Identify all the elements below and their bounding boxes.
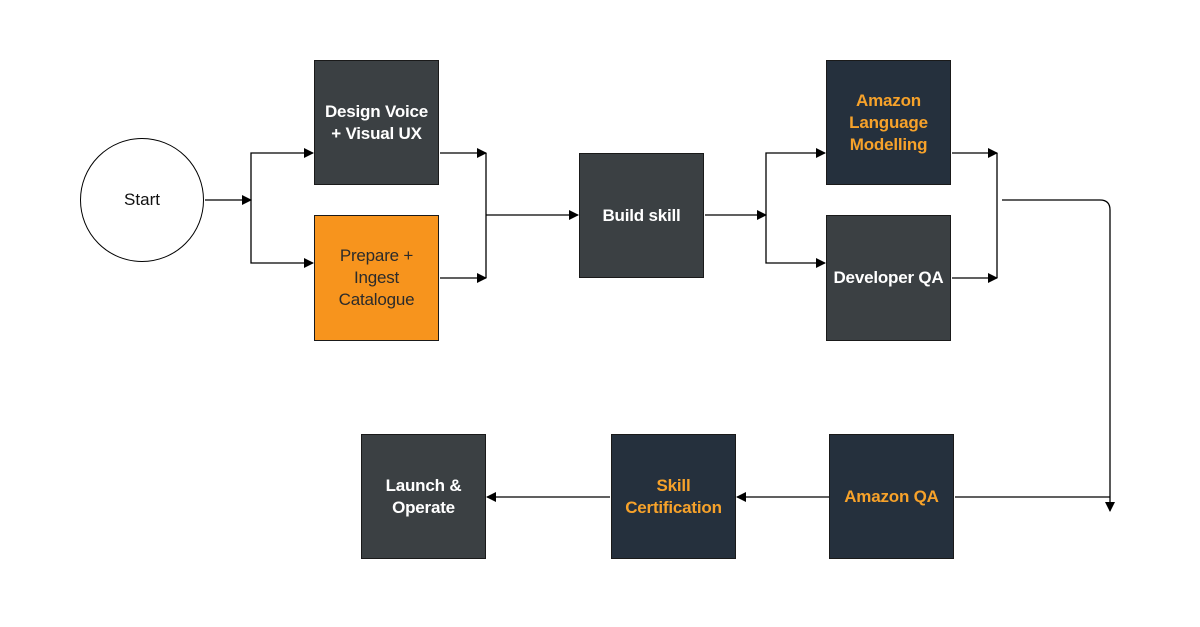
skill-certification-node: Skill Certification bbox=[611, 434, 736, 559]
connector-to-design-voice bbox=[250, 148, 314, 200]
developer-qa-node: Developer QA bbox=[826, 215, 951, 341]
launch-operate-node: Launch & Operate bbox=[361, 434, 486, 559]
connector-to-language-modelling bbox=[765, 148, 826, 215]
prepare-ingest-catalogue-node: Prepare + Ingest Catalogue bbox=[314, 215, 439, 341]
design-voice-visual-ux-node: Design Voice + Visual UX bbox=[314, 60, 439, 185]
connector-to-developer-qa bbox=[765, 215, 826, 268]
start-node: Start bbox=[80, 138, 204, 262]
build-skill-node: Build skill bbox=[579, 153, 704, 278]
connector-to-prepare-ingest bbox=[250, 200, 314, 268]
amazon-language-modelling-node: Amazon Language Modelling bbox=[826, 60, 951, 185]
connector-to-amazon-qa-route bbox=[1002, 199, 1115, 512]
amazon-qa-node: Amazon QA bbox=[829, 434, 954, 559]
